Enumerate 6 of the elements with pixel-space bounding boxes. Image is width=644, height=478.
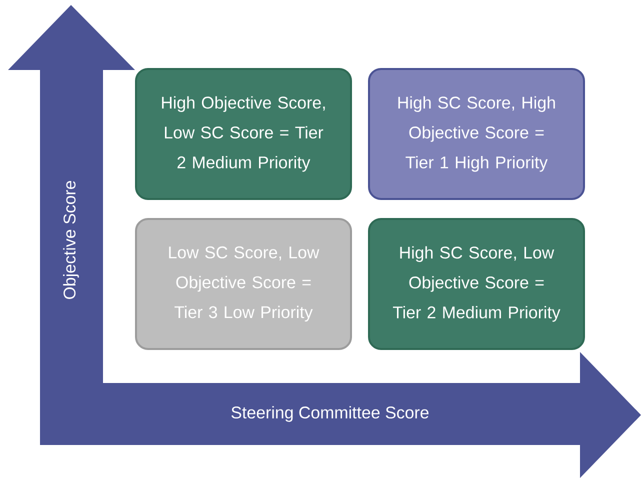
quadrant-box: Low SC Score, Low Objective Score = Tier 3 Low Priority — [135, 218, 352, 350]
axis-label: Objective Score — [63, 181, 79, 299]
quadrant-box: High SC Score, Low Objective Score = Tier 2 Medium Priority — [368, 218, 585, 350]
quadrant-box: High SC Score, High Objective Score = Tier 1 High Priority — [368, 68, 585, 200]
quadrant-box: High Objective Score, Low SC Score = Tier 2 Medium Priority — [135, 68, 352, 200]
axis-label: Steering Committee Score — [231, 406, 429, 422]
